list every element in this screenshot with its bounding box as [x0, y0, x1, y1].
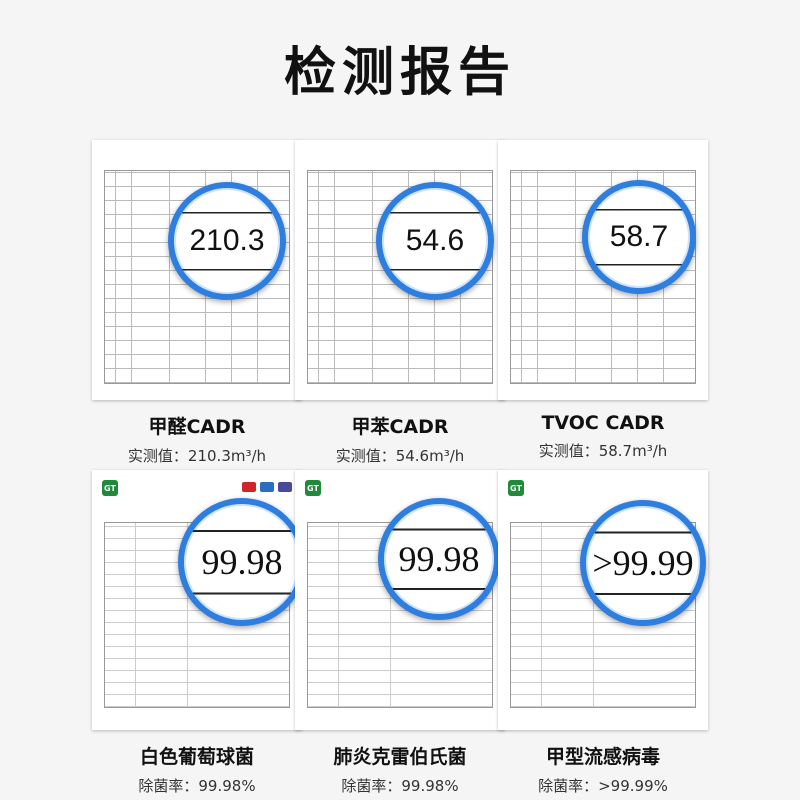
- ilac-icon: [260, 482, 274, 492]
- cnas-icon: [278, 482, 292, 492]
- ct-logo-icon: GT: [305, 480, 321, 496]
- magnifier-klebsiella: 99.98: [378, 498, 500, 620]
- pollutant-name: 甲醛CADR: [148, 416, 246, 438]
- label-klebsiella: 肺炎克雷伯氏菌 除菌率：99.98%: [270, 742, 530, 796]
- magnified-value: 99.98: [201, 542, 283, 582]
- magnified-value: >99.99: [592, 543, 694, 583]
- label-formaldehyde: 甲醛CADR 实测值：210.3m³/h: [67, 412, 327, 466]
- ct-logo-icon: GT: [102, 480, 118, 496]
- magnified-value: 54.6: [405, 224, 465, 257]
- microbe-name: 白色葡萄球菌: [139, 746, 254, 768]
- lab-logo: GT: [508, 480, 524, 496]
- label-toluene: 甲苯CADR 实测值：54.6m³/h: [270, 412, 530, 466]
- removal-rate: 除菌率：99.98%: [341, 777, 459, 795]
- magnified-table-lines: [382, 188, 488, 294]
- measured-value: 实测值：54.6m³/h: [335, 447, 465, 465]
- removal-rate: 除菌率：>99.99%: [538, 777, 668, 795]
- microbe-name: 甲型流感病毒: [545, 746, 660, 768]
- magnifier-tvoc: 58.7: [582, 180, 696, 294]
- magnified-value: 99.98: [398, 539, 480, 579]
- label-tvoc: TVOC CADR 实测值：58.7m³/h: [473, 412, 733, 461]
- magnified-table-lines: [586, 506, 700, 620]
- magnified-table-lines: [588, 186, 690, 288]
- magnifier-influenza: >99.99: [580, 500, 706, 626]
- magnified-table-lines: [384, 504, 494, 614]
- report-meta: [510, 160, 696, 166]
- measured-value: 实测值：210.3m³/h: [127, 447, 267, 465]
- magnified-table-lines: [174, 188, 280, 294]
- ct-logo-icon: GT: [508, 480, 524, 496]
- lab-logo: GT: [305, 480, 321, 496]
- label-staphylococcus: 白色葡萄球菌 除菌率：99.98%: [67, 742, 327, 796]
- report-meta: [307, 160, 493, 166]
- microbe-name: 肺炎克雷伯氏菌: [333, 746, 467, 768]
- magnifier-toluene: 54.6: [376, 182, 494, 300]
- removal-rate: 除菌率：99.98%: [138, 777, 256, 795]
- pollutant-name: TVOC CADR: [541, 412, 665, 434]
- cert-badges: [242, 482, 292, 492]
- measured-value: 实测值：58.7m³/h: [538, 442, 668, 460]
- lab-logo: GT: [102, 480, 118, 496]
- magnified-table-lines: [184, 504, 300, 620]
- magnifier-staphylococcus: 99.98: [178, 498, 306, 626]
- magnifier-formaldehyde: 210.3: [168, 182, 286, 300]
- report-meta: [104, 160, 290, 166]
- pollutant-name: 甲苯CADR: [351, 416, 449, 438]
- cma-icon: [242, 482, 256, 492]
- page-title: 检测报告: [283, 43, 516, 103]
- label-influenza: 甲型流感病毒 除菌率：>99.99%: [473, 742, 733, 796]
- magnified-value: 210.3: [189, 224, 265, 257]
- magnified-value: 58.7: [609, 220, 669, 253]
